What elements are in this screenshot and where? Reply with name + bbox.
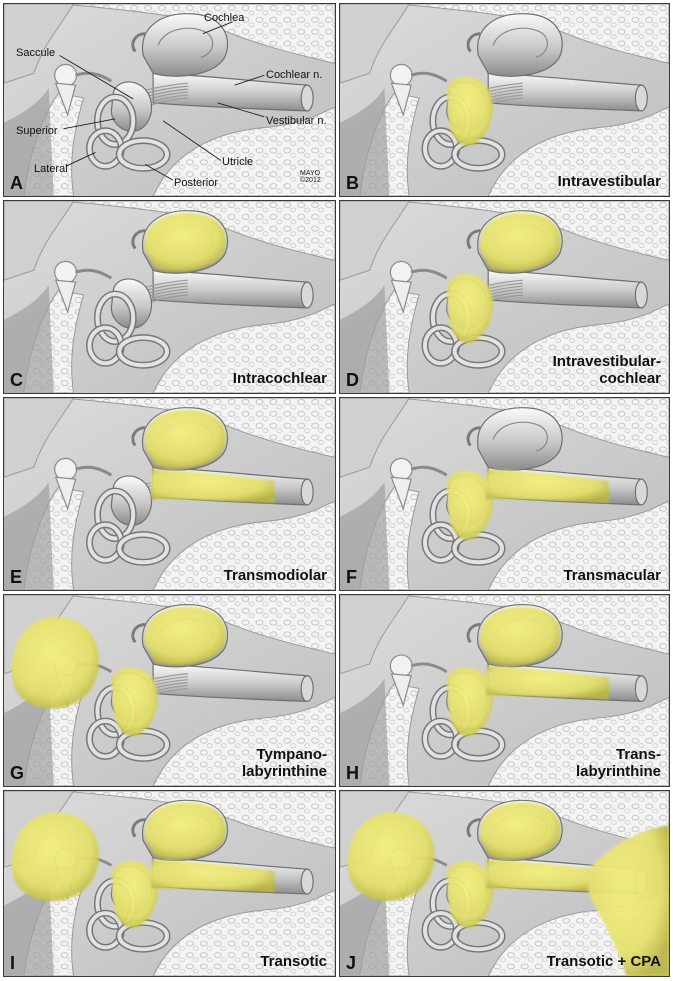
panel-title: Intravestibular <box>558 174 661 191</box>
inner-ear-illustration <box>4 201 335 393</box>
panel-title: Intracochlear <box>233 371 327 388</box>
panel-letter: I <box>10 954 15 972</box>
inner-ear-illustration <box>4 398 335 590</box>
panel-letter: B <box>346 174 359 192</box>
credit-text: MAYO©2012 <box>300 170 321 185</box>
panel-letter: C <box>10 371 23 389</box>
panel-f: F Transmacular <box>339 397 670 591</box>
panel-c: C Intracochlear <box>3 200 336 394</box>
panel-title: Tympano- labyrinthine <box>242 747 327 781</box>
panel-title: Transmacular <box>563 568 661 585</box>
panel-d: D Intravestibular- cochlear <box>339 200 670 394</box>
panel-b: B Intravestibular <box>339 3 670 197</box>
panel-i: I Transotic <box>3 790 336 977</box>
panel-title: Transotic <box>260 954 327 971</box>
credit-line: ©2012 <box>300 177 321 184</box>
cochlea <box>478 408 562 471</box>
leader-lines <box>4 4 335 196</box>
panel-letter: G <box>10 764 24 782</box>
panel-letter: H <box>346 764 359 782</box>
panel-e: E Transmodiolar <box>3 397 336 591</box>
panel-title: Transmodiolar <box>224 568 327 585</box>
inner-ear-illustration <box>340 791 669 976</box>
panel-letter: E <box>10 568 22 586</box>
panel-title: Transotic + CPA <box>547 954 661 971</box>
inner-ear-illustration <box>340 398 669 590</box>
panel-letter: J <box>346 954 356 972</box>
panel-g: G Tympano- labyrinthine <box>3 594 336 787</box>
panel-title: Trans- labyrinthine <box>576 747 661 781</box>
panel-title: Intravestibular- cochlear <box>553 354 661 388</box>
panel-letter: F <box>346 568 357 586</box>
panel-j: J Transotic + CPA <box>339 790 670 977</box>
panel-letter: D <box>346 371 359 389</box>
inner-ear-illustration <box>4 791 335 976</box>
panel-h: H Trans- labyrinthine <box>339 594 670 787</box>
cochlea <box>478 14 562 77</box>
inner-ear-illustration <box>340 4 669 196</box>
